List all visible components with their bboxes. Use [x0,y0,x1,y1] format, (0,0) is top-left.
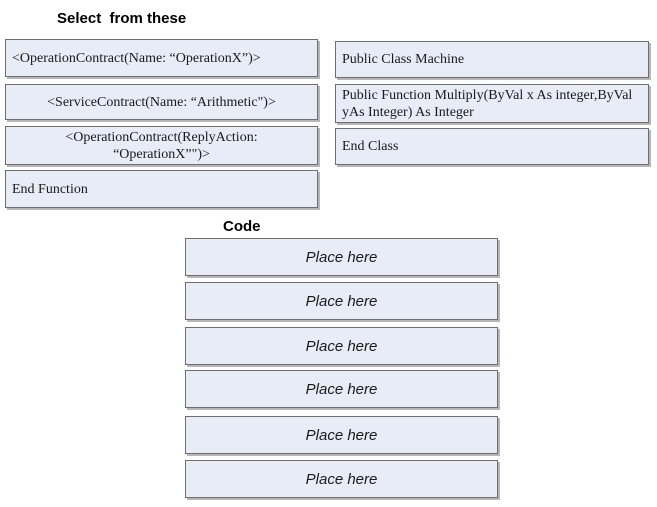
source-item-operation-contract-reply-action[interactable]: <OperationContract(ReplyAction: “Operati… [5,126,318,165]
source-item-label: <OperationContract(Name: “OperationX”)> [12,50,261,66]
code-drop-slot-3[interactable]: Place here [185,327,498,365]
drop-slot-label: Place here [305,292,378,310]
code-drop-slot-2[interactable]: Place here [185,282,498,320]
source-item-public-function-multiply[interactable]: Public Function Multiply(ByVal x As inte… [335,84,649,123]
drop-slot-label: Place here [305,470,378,488]
drop-slot-label: Place here [305,426,378,444]
source-item-service-contract[interactable]: <ServiceContract(Name: “Arithmetic")> [5,84,318,120]
code-drop-slot-6[interactable]: Place here [185,460,498,498]
source-item-operation-contract-name[interactable]: <OperationContract(Name: “OperationX”)> [5,39,318,77]
source-item-label: End Function [12,181,88,197]
select-from-these-heading: Select from these [57,10,187,27]
source-item-label: Public Function Multiply(ByVal x As inte… [342,87,633,120]
source-item-label: <ServiceContract(Name: “Arithmetic")> [47,94,276,110]
source-item-end-class[interactable]: End Class [335,128,649,165]
drop-slot-label: Place here [305,380,378,398]
code-heading: Code [223,218,261,235]
drop-slot-label: Place here [305,248,378,266]
source-item-label: <OperationContract(ReplyAction: “Operati… [65,129,258,162]
source-item-end-function[interactable]: End Function [5,170,318,208]
source-item-label: End Class [342,139,399,154]
code-drop-slot-4[interactable]: Place here [185,370,498,408]
code-drop-slot-1[interactable]: Place here [185,238,498,276]
source-item-public-class-machine[interactable]: Public Class Machine [335,41,649,78]
code-drop-slot-5[interactable]: Place here [185,416,498,454]
drop-slot-label: Place here [305,337,378,355]
source-item-label: Public Class Machine [342,52,465,67]
